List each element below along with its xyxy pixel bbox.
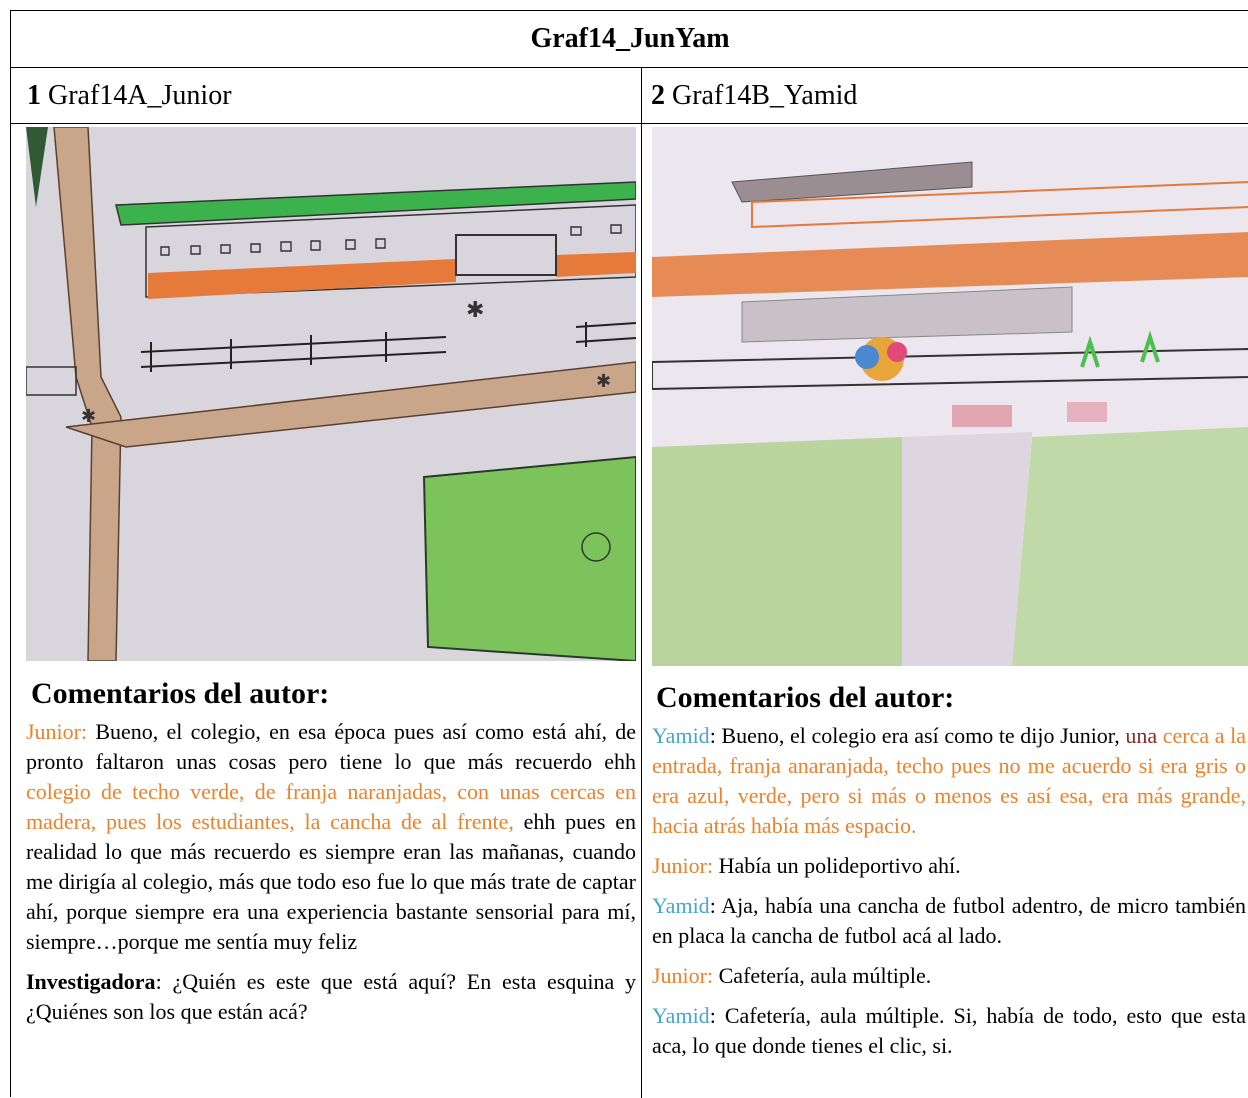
comment-text: ehh pues en realidad lo que más recuerdo… <box>26 809 637 954</box>
col2-paragraph: Junior: Había un polideportivo ahí. <box>652 851 1246 881</box>
col2-comments-title: Comentarios del autor: <box>656 681 955 714</box>
col2-paragraph: Junior: Cafetería, aula múltiple. <box>652 961 1246 991</box>
col1-comments-text: Junior: Bueno, el colegio, en esa época … <box>26 717 636 1037</box>
speaker-label: Junior: <box>652 963 714 988</box>
col2-number: 2 <box>651 79 665 111</box>
col1-paragraph: Investigadora: ¿Quién es este que está a… <box>26 967 636 1027</box>
svg-text:✱: ✱ <box>466 297 484 322</box>
col2-paragraph: Yamid: Cafetería, aula múltiple. Si, hab… <box>652 1001 1246 1061</box>
speaker-label: Yamid <box>652 723 710 748</box>
header-row-divider <box>11 123 1248 124</box>
comment-text: Había un polideportivo ahí. <box>713 853 961 878</box>
speaker-label: Junior: <box>652 853 714 878</box>
col1-number: 1 <box>27 79 41 111</box>
col1-comments-title: Comentarios del autor: <box>31 677 330 710</box>
highlighted-text: colegio de techo verde, de franja naranj… <box>26 779 636 834</box>
highlighted-text: cerca a la entrada, franja anaranjada, t… <box>652 723 1246 838</box>
comment-text: : Aja, había una cancha de futbol adentr… <box>652 893 1246 948</box>
speaker-label: Yamid <box>652 1003 710 1028</box>
svg-text:✱: ✱ <box>596 371 611 391</box>
comment-text: : Cafetería, aula múltiple. Si, había de… <box>652 1003 1246 1058</box>
comment-text: : Bueno, el colegio era así como te dijo… <box>709 723 1126 748</box>
comment-text: Bueno, el colegio, en esa época pues así… <box>26 719 636 774</box>
speaker-label: Investigadora <box>26 969 156 994</box>
table-title: Graf14_JunYam <box>11 11 1248 68</box>
comment-text: Cafetería, aula múltiple. <box>713 963 932 988</box>
speaker-label: Yamid <box>652 893 710 918</box>
column-divider <box>641 68 642 1098</box>
speaker-label: Junior: <box>26 719 88 744</box>
col2-name: Graf14B_Yamid <box>672 79 858 111</box>
col1-name: Graf14A_Junior <box>48 79 232 111</box>
col1-paragraph: Junior: Bueno, el colegio, en esa época … <box>26 717 636 957</box>
comment-text: : ¿Quién es este que está aquí? En esta … <box>26 969 636 1024</box>
svg-text:✱: ✱ <box>81 406 96 426</box>
highlighted-word: una <box>1125 723 1158 748</box>
col2-comments-text: Yamid: Bueno, el colegio era así como te… <box>652 721 1246 1071</box>
col2-paragraph: Yamid: Bueno, el colegio era así como te… <box>652 721 1246 841</box>
drawing-yamid-photo <box>652 127 1248 666</box>
col2-paragraph: Yamid: Aja, había una cancha de futbol a… <box>652 891 1246 951</box>
drawing-junior-photo: ✱ ✱ ✱ <box>26 127 636 661</box>
